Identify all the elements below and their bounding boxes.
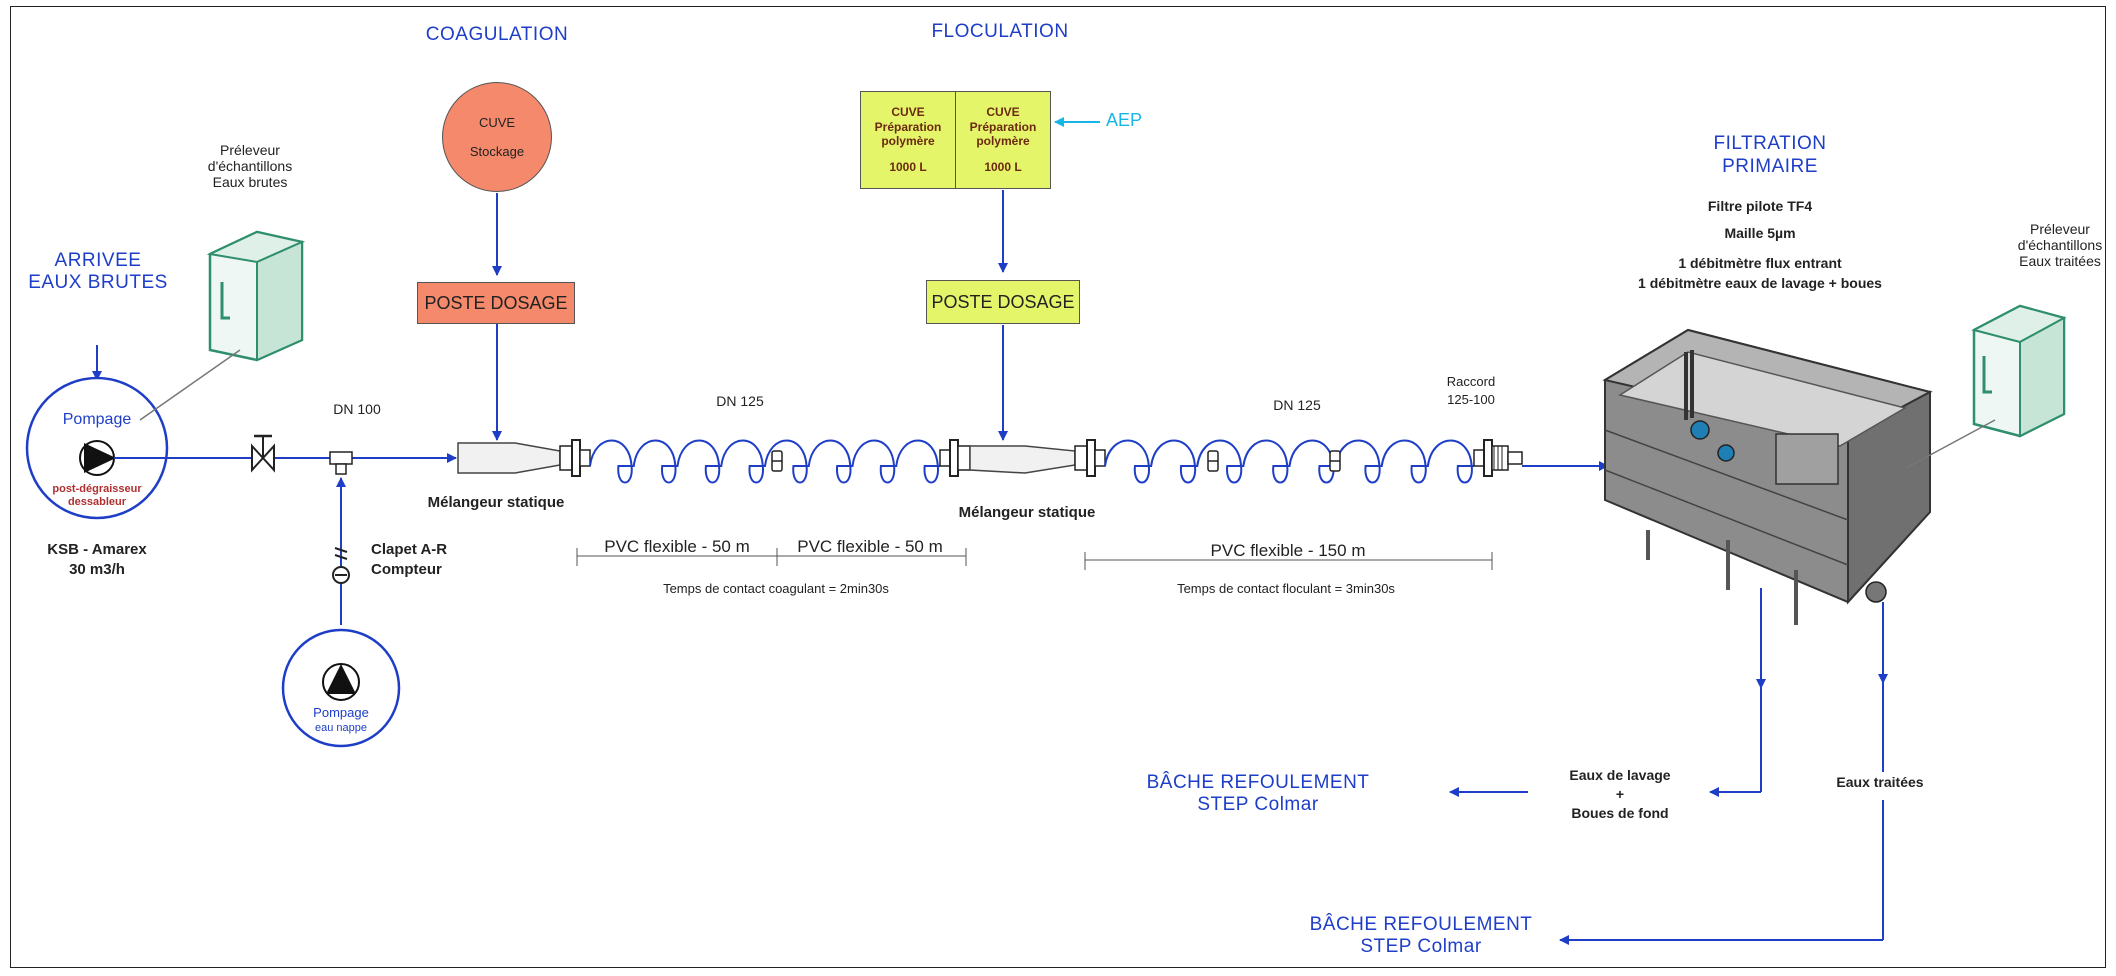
mixer1-label: Mélangeur statique [427,494,565,511]
check-valve-icon [334,547,348,560]
cuve1-line1: Préparation [874,119,942,134]
raccord-line1: Raccord [1446,374,1496,389]
pump-main-bottom2: dessableur [67,496,127,508]
pump-main [25,376,169,520]
aep-label: AEP [1106,110,1143,130]
valve-icon [251,434,275,473]
pvc3-label: PVC flexible - 150 m [1210,541,1366,560]
traitees-label: Eaux traitées [1832,772,1928,793]
coagulation-cuve-sub: Stockage [469,144,525,159]
flexible-coil-2 [1104,439,1474,484]
preleveur-traitees-line1: Préleveur [2030,221,2090,237]
static-mixer-2 [939,439,1106,477]
pump-nappe-line1: Pompage [313,705,369,720]
pump-model: KSB - Amarex [47,541,147,558]
bache1-line2: STEP Colmar [1197,794,1319,815]
flexible-coil-1 [589,439,940,484]
coil-coupling-3 [1329,450,1341,472]
header-floculation: FLOCULATION [931,21,1069,42]
cuve2-volume: 1000 L [984,160,1022,175]
contact-coag-label: Temps de contact coagulant = 2min30s [663,581,889,596]
header-filtration-2: PRIMAIRE [1722,156,1818,177]
preleveur-traitees-line2: d'échantillons [2017,237,2103,254]
dimension-pvc-3 [1084,552,1493,570]
raccord-fitting [1473,439,1523,477]
cuve1-volume: 1000 L [889,160,927,175]
dn125-b-label: DN 125 [1273,397,1321,413]
tee-fitting-icon [329,451,353,475]
bache1-line1: BÂCHE REFOULEMENT [1146,772,1370,793]
pvc2-label: PVC flexible - 50 m [797,537,943,556]
filter-debit2: 1 débitmètre eaux de lavage + boues [1638,275,1882,291]
coagulation-cuve: CUVE Stockage [442,82,552,192]
dimension-pvc-1 [576,548,967,566]
meter-icon [332,566,350,584]
lavage-plus: + [1615,786,1625,802]
preleveur-brutes-label: Préleveur d'échantillons Eaux brutes [208,142,292,190]
pvc1-label: PVC flexible - 50 m [604,537,750,556]
preleveur-brutes-line3: Eaux brutes [212,174,288,191]
static-mixer-1 [457,439,591,477]
preleveur-traitees-label: Préleveur d'échantillons Eaux traitées [2018,221,2102,269]
cuve2-line1: Préparation [969,119,1037,134]
sampler-link-traitees [1905,419,1996,469]
cuve1-line2: polymère [881,134,935,148]
preleveur-traitees-line3: Eaux traitées [2019,253,2101,270]
bache2-line2: STEP Colmar [1360,936,1482,957]
header-coagulation: COAGULATION [425,24,569,45]
filter-name: Filtre pilote TF4 [1707,198,1813,214]
cuve2-line2: polymère [976,134,1030,148]
header-arrivee-1: ARRIVEE [54,250,142,271]
floculation-cuve-1: CUVE Préparation polymère 1000 L [860,91,956,189]
clapet-line1: Clapet A-R [371,541,448,558]
sampler-link-brutes [139,349,241,421]
coagulation-cuve-title: CUVE [478,115,516,130]
filter-maille: Maille 5µm [1724,225,1796,241]
lavage-line1: Eaux de lavage [1569,767,1671,783]
filter-debit1: 1 débitmètre flux entrant [1678,255,1842,271]
header-filtration-1: FILTRATION [1713,133,1827,154]
cuve2-title: CUVE [986,105,1020,120]
contact-floc-label: Temps de contact floculant = 3min30s [1177,581,1395,596]
clapet-line2: Compteur [371,561,442,578]
sampler-cabinet-traitees [1971,304,2067,438]
coil-coupling-1 [771,450,783,472]
dn125-a-label: DN 125 [716,393,764,409]
mixer2-label: Mélangeur statique [958,504,1096,521]
raccord-line2: 125-100 [1447,392,1495,407]
preleveur-brutes-line1: Préleveur [220,142,280,158]
cuve1-title: CUVE [891,105,925,120]
pump-main-top: Pompage [62,411,132,428]
dn100-label: DN 100 [333,401,381,417]
filter-tank [1602,328,1933,625]
header-arrivee-2: EAUX BRUTES [28,272,168,293]
pump-nappe-line2: eau nappe [315,722,367,734]
sampler-cabinet-brutes [206,230,306,362]
bache2-line1: BÂCHE REFOULEMENT [1309,914,1533,935]
pump-main-bottom1: post-dégraisseur [52,483,142,495]
coil-coupling-2 [1207,450,1219,472]
preleveur-brutes-line2: d'échantillons [207,158,293,175]
coagulation-poste-dosage: POSTE DOSAGE [417,282,575,324]
lavage-line2: Boues de fond [1571,805,1669,821]
floculation-cuve-2: CUVE Préparation polymère 1000 L [955,91,1051,189]
diagram-frame [10,6,2106,968]
pump-nappe [281,628,401,748]
pump-flow: 30 m3/h [69,561,125,578]
floculation-poste-dosage: POSTE DOSAGE [926,280,1080,324]
